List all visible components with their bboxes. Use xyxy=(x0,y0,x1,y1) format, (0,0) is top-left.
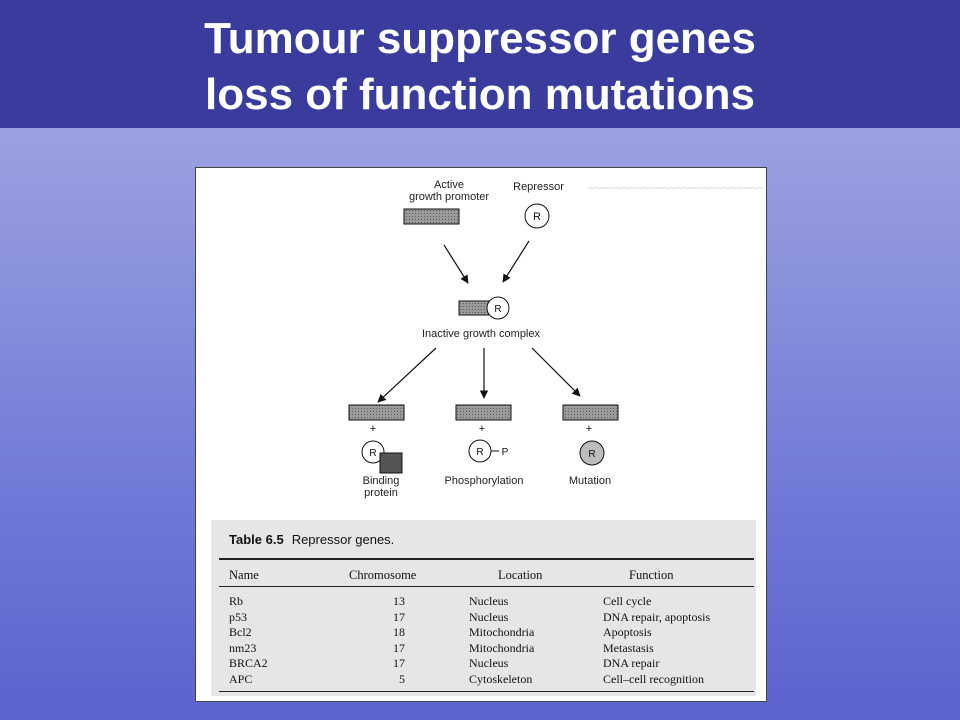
table-bottom-rule xyxy=(219,691,754,692)
cell-name: Bcl2 xyxy=(229,625,252,640)
header-location: Location xyxy=(498,568,543,582)
cell-location: Nucleus xyxy=(469,609,509,624)
cell-location: Nucleus xyxy=(469,656,509,671)
complex-repressor-circle xyxy=(486,296,510,320)
cell-chromosome: 18 xyxy=(393,625,405,640)
cell-location: Nucleus xyxy=(469,594,509,608)
binding-growth-bar xyxy=(348,404,405,421)
binding-repressor-symbol: R xyxy=(369,448,376,459)
cell-function: Metastasis xyxy=(603,640,654,655)
repressor-mechanism-diagram: R R + + + R R P R xyxy=(348,203,619,474)
mutation-growth-bar xyxy=(562,404,619,421)
cell-function: Apoptosis xyxy=(603,625,652,640)
title-bar: Tumour suppressor genes loss of function… xyxy=(0,0,960,128)
repressor-genes-table: Table 6.5 Repressor genes. Name Chromosom… xyxy=(211,520,756,696)
cell-name: p53 xyxy=(229,609,247,624)
cell-function: DNA repair xyxy=(603,656,660,671)
outcome-binding-label: Binding protein xyxy=(362,475,400,499)
plus-phosphorylation: + xyxy=(479,423,485,435)
cell-chromosome: 13 xyxy=(393,594,405,608)
outcome-phosphorylation-label: Phosphorylation xyxy=(444,475,524,487)
header-chromosome: Chromosome xyxy=(349,568,417,582)
arrow-to-mutation xyxy=(531,347,581,397)
phosphate-symbol: P xyxy=(502,447,509,458)
show-through-text: ~~~~~~~~~~~~~~~~~~~~~~~~~~~~~~~~~~~~~~~~… xyxy=(588,181,763,195)
binding-repressor-circle xyxy=(361,440,385,464)
inactive-complex-label: Inactive growth complex xyxy=(422,328,540,340)
active-growth-promoter-label: Active growth promoter xyxy=(408,179,490,203)
table-header-rule xyxy=(219,586,754,587)
arrow-to-binding xyxy=(377,347,437,403)
cell-function: Cell–cell recognition xyxy=(603,672,704,686)
cell-name: Rb xyxy=(229,594,244,608)
cell-function: Cell cycle xyxy=(603,594,652,608)
cell-location: Mitochondria xyxy=(469,625,535,640)
table-top-rule xyxy=(219,558,754,560)
arrow-promoter-to-complex xyxy=(443,244,469,284)
mutant-repressor-symbol: R xyxy=(588,449,595,460)
outcome-mutation-label: Mutation xyxy=(568,475,612,487)
plus-mutation: + xyxy=(586,423,592,435)
mutant-repressor-circle xyxy=(579,440,605,466)
cell-name: BRCA2 xyxy=(229,656,268,671)
active-growth-promoter-bar xyxy=(403,208,460,225)
cell-function: DNA repair, apoptosis xyxy=(603,609,711,624)
cell-chromosome: 5 xyxy=(399,672,405,686)
cell-location: Cytoskeleton xyxy=(469,672,533,686)
binding-protein-square xyxy=(379,452,403,474)
table-title: Repressor genes. xyxy=(291,532,395,547)
slide-title-line-1: Tumour suppressor genes xyxy=(204,14,756,63)
plus-binding: + xyxy=(370,423,376,435)
repressor-circle xyxy=(524,203,550,229)
cell-chromosome: 17 xyxy=(393,640,405,655)
cell-name: nm23 xyxy=(229,640,257,655)
cell-name: APC xyxy=(229,672,253,686)
header-function: Function xyxy=(629,568,674,582)
phosphorylation-growth-bar xyxy=(455,404,512,421)
cell-chromosome: 17 xyxy=(393,609,405,624)
arrow-repressor-to-complex xyxy=(502,240,530,283)
slide-title-line-2: loss of function mutations xyxy=(205,70,755,119)
cell-chromosome: 17 xyxy=(393,656,405,671)
cell-location: Mitochondria xyxy=(469,640,535,655)
repressor-label: Repressor xyxy=(513,181,564,193)
complex-repressor-symbol: R xyxy=(494,304,501,315)
phospho-repressor-symbol: R xyxy=(476,447,483,458)
header-name: Name xyxy=(229,568,259,582)
repressor-symbol: R xyxy=(533,211,541,223)
table-number: Table 6.5 xyxy=(229,532,284,547)
table-caption: Table 6.5 Repressor genes. xyxy=(229,532,394,547)
scanned-textbook-page: ~~~~~~~~~~~~~~~~~~~~~~~~~~~~~~~~~~~~~~~~… xyxy=(195,167,767,702)
